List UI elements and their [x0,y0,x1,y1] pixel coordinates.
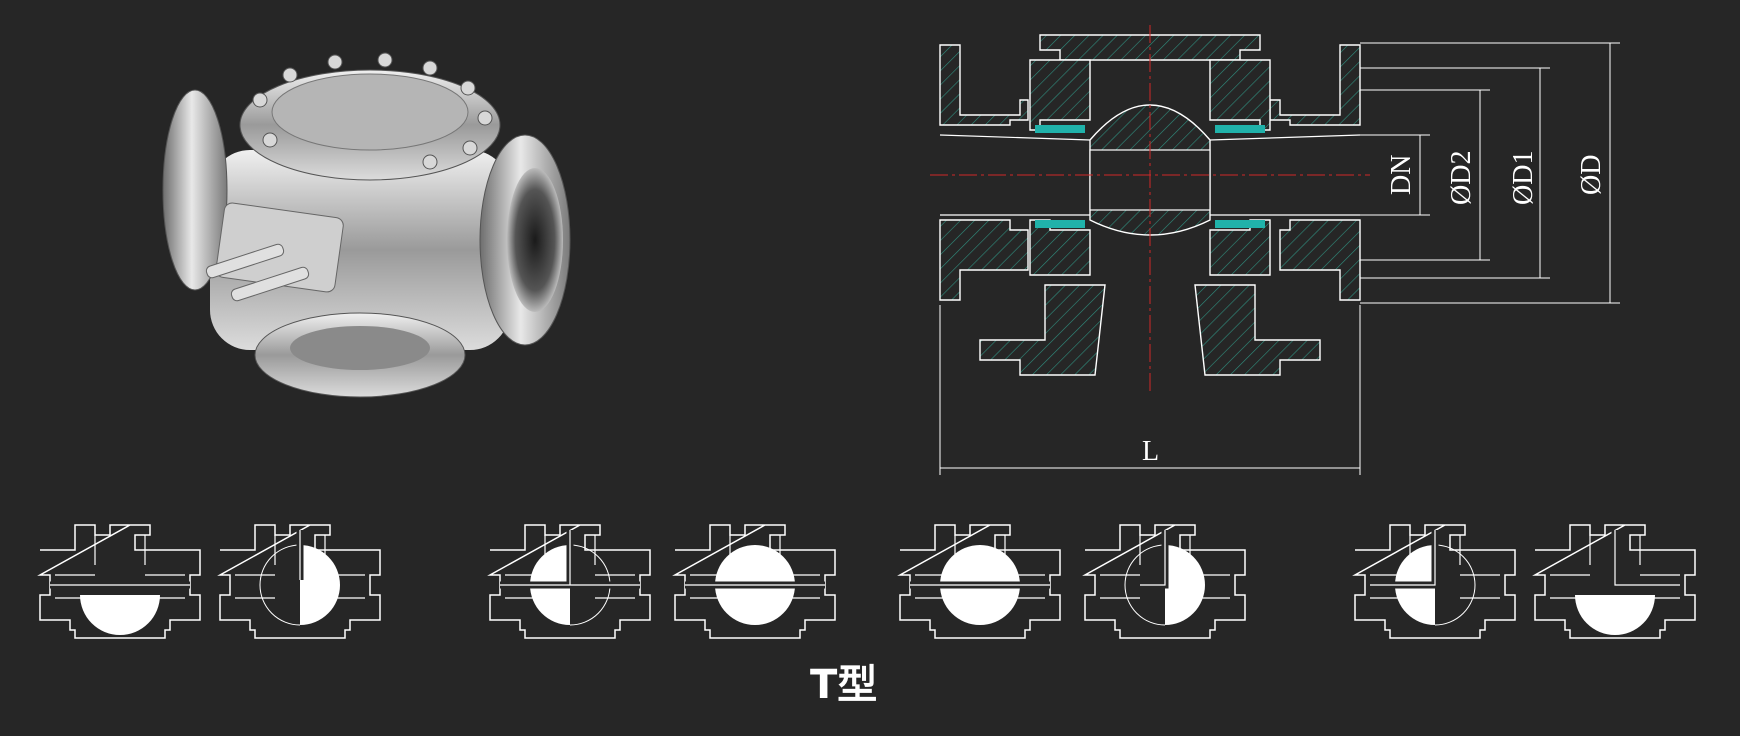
seat [1035,125,1085,133]
caption-t-type: T型 [810,662,878,708]
flow-schematic-1 [37,524,201,639]
valve-section-drawing: DN ØD2 ØD1 ØD L [930,25,1620,475]
flow-schematic-3 [487,524,651,639]
flow-schematic-2 [217,524,381,639]
dim-l-label: L [1142,436,1159,467]
flow-schematic-4 [672,524,836,639]
flow-schematic-8 [1532,524,1696,639]
dim-d1-label: ØD1 [1508,151,1539,205]
right-flange [1269,44,1361,126]
bottom-outlet [979,284,1106,376]
flow-schematic-6 [1082,524,1246,639]
left-flange [939,44,1029,126]
dim-d-label: ØD [1576,155,1607,195]
flow-schematic-7 [1352,524,1516,639]
flow-schematic-5 [897,524,1061,639]
valve-photo [162,52,571,398]
dim-d2-label: ØD2 [1446,151,1477,205]
dim-dn-label: DN [1386,155,1417,195]
